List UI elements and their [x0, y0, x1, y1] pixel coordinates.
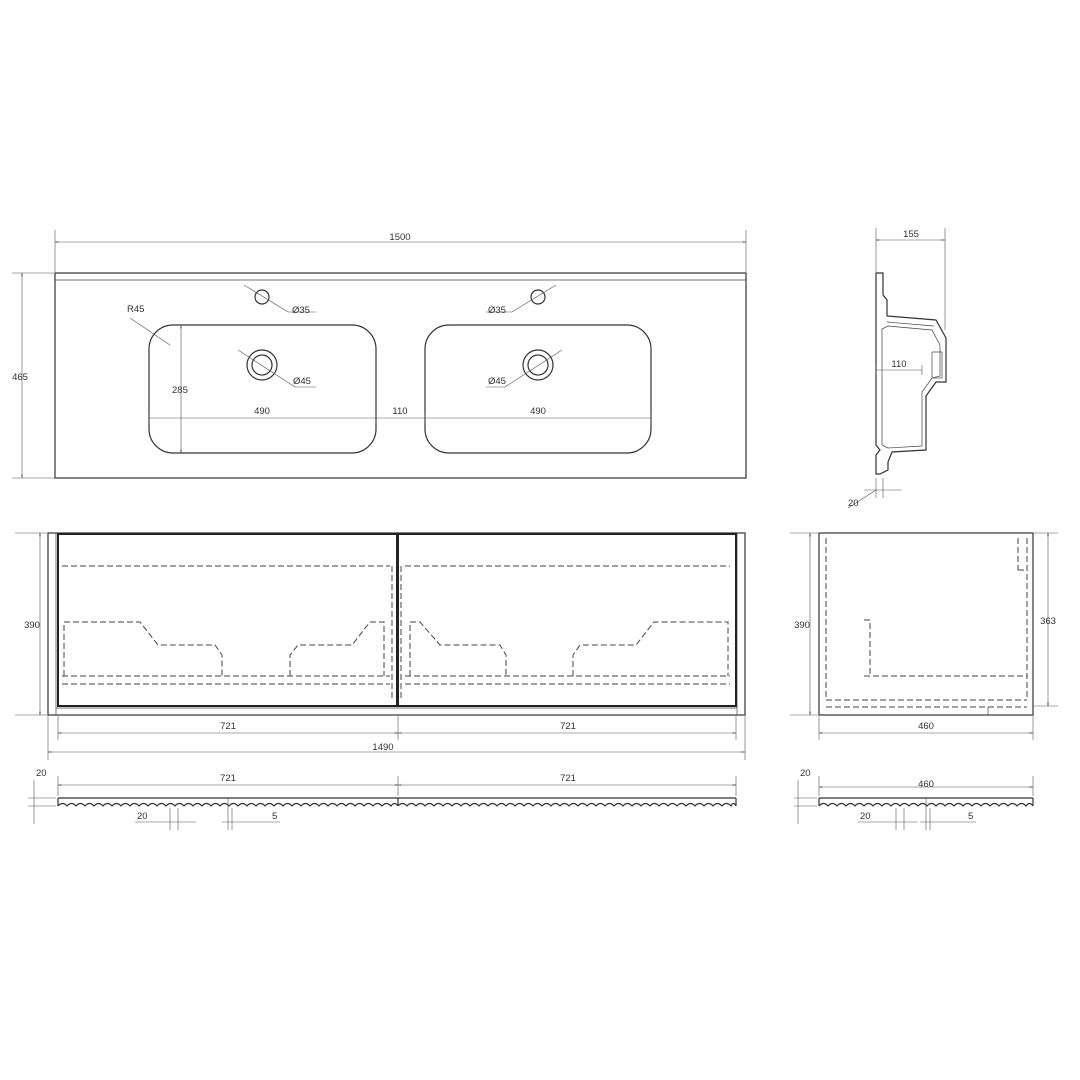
dim-section-depth: 155 [903, 229, 919, 240]
dim-shelf-width-right: 721 [560, 773, 576, 784]
dim-door-right: 721 [560, 721, 576, 732]
bowl-left [148, 324, 377, 454]
shelf-front-grooved-right [397, 802, 737, 808]
label-drain-right: Ø45 [488, 376, 506, 387]
dim-front-height: 390 [24, 620, 40, 631]
dim-side-height: 390 [794, 620, 810, 631]
section-profile-outer [875, 272, 947, 475]
dim-side-groove-width: 5 [968, 811, 973, 822]
countertop-outline [54, 272, 747, 479]
dim-side-shelf-depth: 460 [918, 779, 934, 790]
side-view: 390 363 460 [790, 532, 1058, 740]
door-right [397, 533, 737, 707]
drain-right-outer [522, 349, 554, 381]
dim-bowl-gap: 110 [392, 406, 407, 417]
drain-left-outer [246, 349, 278, 381]
front-view: 390 721 721 1490 [15, 532, 746, 760]
dim-groove-width: 5 [272, 811, 277, 822]
side-shelf: 460 20 20 5 [794, 768, 1034, 830]
top-view: 1500 465 R45 Ø35 Ø35 Ø45 Ø45 [12, 230, 747, 479]
front-shelf: 721 721 20 20 5 [28, 768, 737, 830]
dim-overall-width: 1500 [389, 232, 410, 243]
section-profile-inner [881, 325, 941, 449]
cabinet-side-outline [818, 532, 1034, 716]
label-tap-hole-left: Ø35 [292, 305, 310, 316]
dim-groove-spacing: 20 [137, 811, 148, 822]
dim-front-overall-width: 1490 [372, 742, 393, 753]
dim-section-bowl-offset: 110 [891, 359, 906, 370]
tap-hole-right [530, 289, 546, 305]
dim-shelf-width-left: 721 [220, 773, 236, 784]
hidden-bowl-left [63, 621, 223, 676]
dim-overall-depth: 465 [12, 372, 28, 383]
dim-shelf-thickness: 20 [36, 768, 47, 779]
dim-bowl-depth: 285 [172, 385, 188, 396]
dim-side-inner-height: 363 [1040, 616, 1056, 627]
side-section: 155 110 20 [847, 228, 947, 509]
tap-hole-left [254, 289, 270, 305]
label-tap-hole-right: Ø35 [488, 305, 506, 316]
dim-door-left: 721 [220, 721, 236, 732]
dim-bowl-width-right: 490 [530, 406, 546, 417]
dim-side-shelf-thickness: 20 [800, 768, 811, 779]
label-drain-left: Ø45 [293, 376, 311, 387]
bowl-right [424, 324, 652, 454]
dim-section-lip: 20 [848, 498, 859, 509]
drain-right-inner [527, 354, 549, 376]
shelf-front-grooved-left [57, 802, 399, 807]
section-tap-block [931, 351, 943, 379]
dim-bowl-width-left: 490 [254, 406, 270, 417]
dim-side-groove-spacing: 20 [860, 811, 871, 822]
drain-left-inner [251, 354, 273, 376]
door-left [57, 533, 398, 707]
dim-side-depth: 460 [918, 721, 934, 732]
hidden-bowl-right [409, 621, 507, 676]
label-corner-radius: R45 [127, 304, 144, 315]
shelf-side-grooved [818, 802, 1034, 807]
